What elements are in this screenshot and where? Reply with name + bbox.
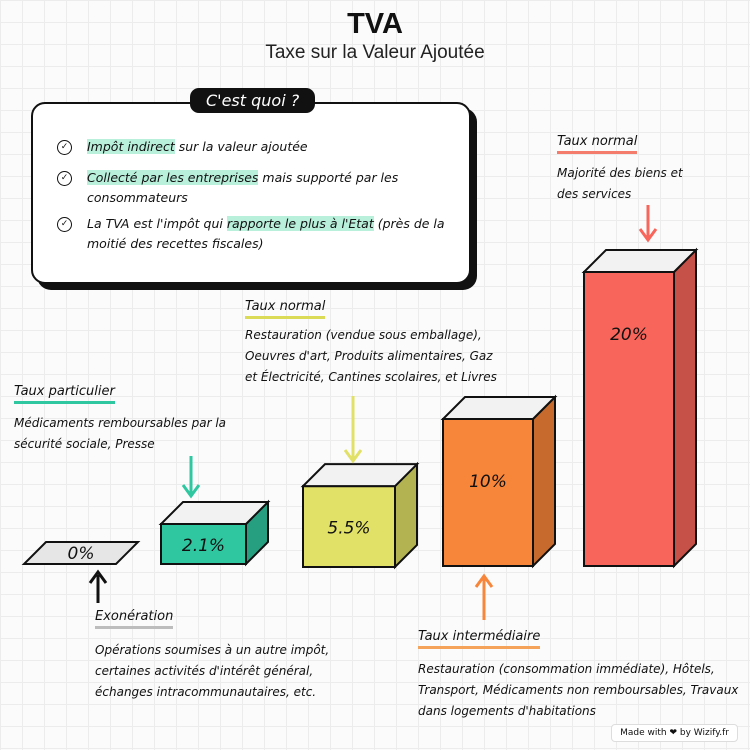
reduit-label: Taux normal xyxy=(245,299,326,319)
highlight: rapporte le plus à l'Etat xyxy=(226,216,374,231)
highlight: Collecté par les entreprises xyxy=(87,170,259,185)
particulier-label: Taux particulier xyxy=(14,384,115,404)
info-text: mais supporté par les consommateurs xyxy=(87,170,399,205)
bar-side xyxy=(673,247,697,569)
check-icon: ✓ xyxy=(57,140,72,155)
info-text: (près de la moitié des recettes fiscales… xyxy=(87,216,445,251)
particulier-desc: Médicaments remboursables par la sécurit… xyxy=(14,416,227,451)
reduit-desc: Restauration (vendue sous emballage), Oe… xyxy=(245,328,497,384)
info-row: ✓ La TVA est l'impôt qui rapporte le plu… xyxy=(57,214,457,254)
check-icon: ✓ xyxy=(57,217,72,232)
bar-value-label: 10% xyxy=(469,472,507,492)
bar-value-label: 0% xyxy=(68,544,95,564)
highlight: Impôt indirect xyxy=(87,139,175,154)
intermediaire-desc: Restauration (consommation immédiate), H… xyxy=(418,662,739,718)
bar: 2.1% xyxy=(158,499,271,567)
bar-value-label: 2.1% xyxy=(182,536,225,556)
page-subtitle: Taxe sur la Valeur Ajoutée xyxy=(265,42,485,63)
exoneration-desc: Opérations soumises à un autre impôt, ce… xyxy=(95,643,330,699)
normal-desc: Majorité des biens et des services xyxy=(557,166,683,201)
footer-credit: Made with ❤ by Wizify.fr xyxy=(611,724,738,742)
bar-top xyxy=(21,541,141,565)
normal-label: Taux normal xyxy=(557,134,638,154)
check-icon: ✓ xyxy=(57,171,72,186)
bar-top xyxy=(440,396,558,420)
bar-top xyxy=(300,463,420,488)
bar-side xyxy=(532,394,556,569)
bar-front xyxy=(442,418,534,567)
bar-value-label: 5.5% xyxy=(327,519,370,539)
bar-value-label: 20% xyxy=(610,325,648,345)
info-text: sur la valeur ajoutée xyxy=(174,139,308,154)
info-text: La TVA est l'impôt qui xyxy=(87,216,227,231)
bar: 0% xyxy=(21,541,141,565)
exoneration-label: Exonération xyxy=(95,609,174,629)
page-title: TVA xyxy=(347,8,403,40)
bar-top xyxy=(158,501,271,525)
bar-front xyxy=(583,271,675,567)
bar-top xyxy=(581,249,699,273)
bar: 20% xyxy=(581,247,699,569)
info-box: ✓ Impôt indirect sur la valeur ajoutée ✓… xyxy=(31,102,471,284)
bar: 5.5% xyxy=(300,461,420,570)
info-row: ✓ Impôt indirect sur la valeur ajoutée xyxy=(57,137,457,157)
info-row: ✓ Collecté par les entreprises mais supp… xyxy=(57,168,457,208)
intermediaire-label: Taux intermédiaire xyxy=(418,629,541,649)
bar: 10% xyxy=(440,394,558,569)
info-pill: C'est quoi ? xyxy=(190,88,316,113)
